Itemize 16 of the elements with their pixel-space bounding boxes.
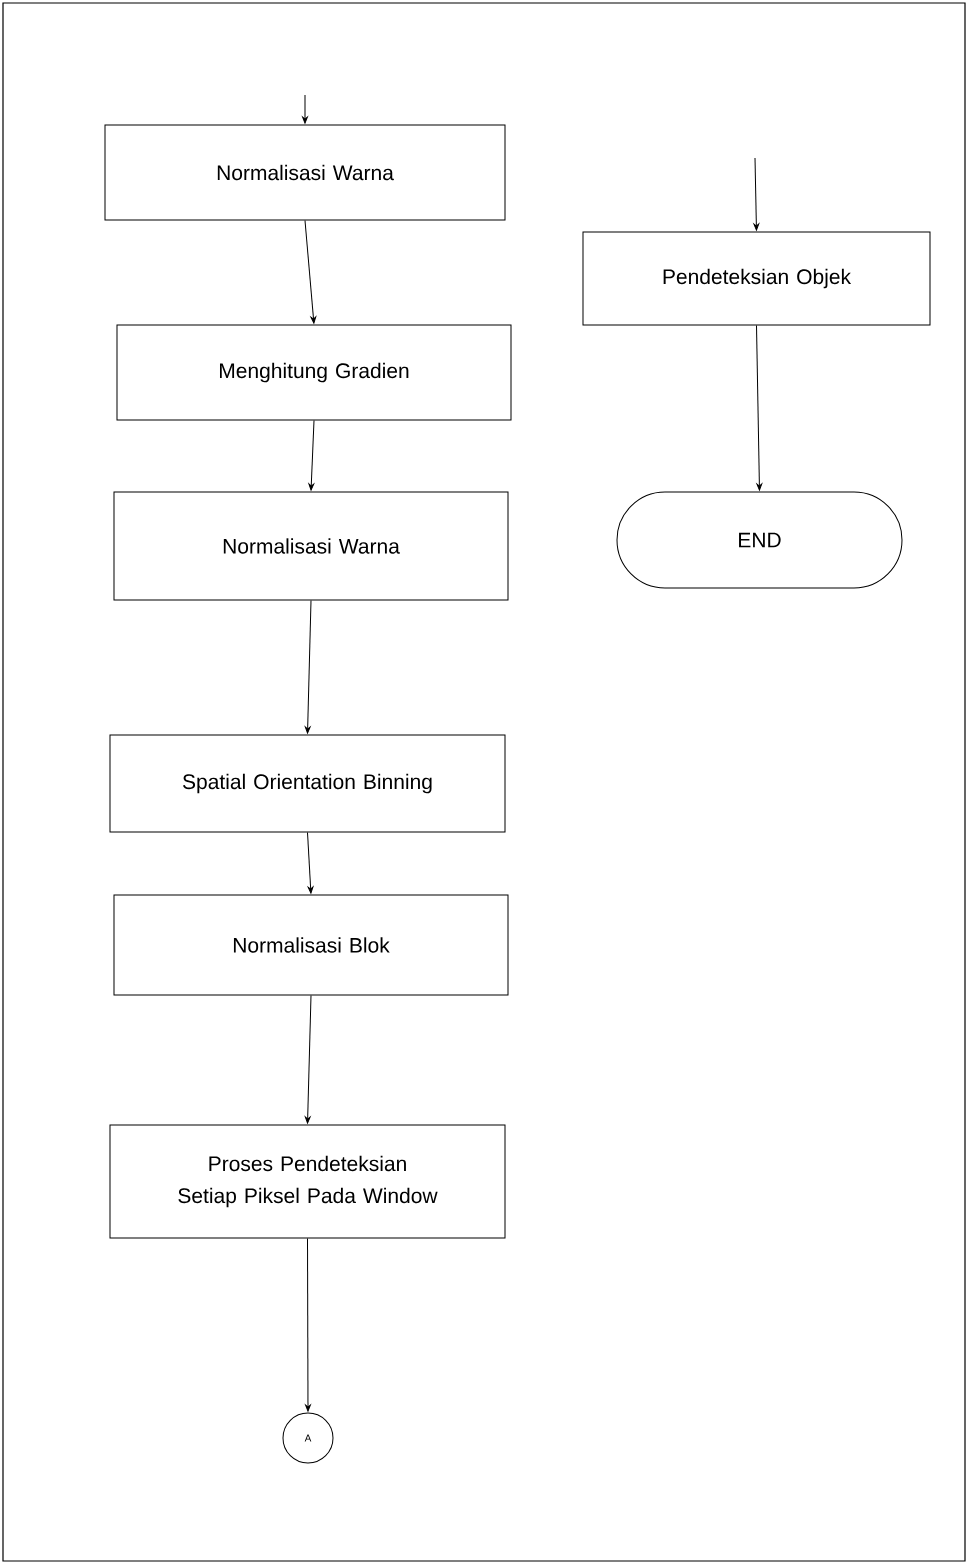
arrow bbox=[305, 1238, 311, 1412]
arrow bbox=[304, 995, 312, 1124]
process-box: Normalisasi Blok bbox=[113, 894, 509, 996]
process-box: Proses Pendeteksian Setiap Piksel Pada Window bbox=[109, 1124, 506, 1239]
arrow bbox=[307, 832, 314, 894]
arrow bbox=[302, 94, 308, 124]
process-box: Menghitung Gradien bbox=[116, 324, 512, 421]
arrow bbox=[304, 600, 312, 734]
arrow bbox=[308, 420, 315, 491]
process-box: Normalisasi Warna bbox=[104, 124, 506, 221]
process-box: Pendeteksian Objek bbox=[582, 231, 931, 326]
process-box: Normalisasi Warna bbox=[113, 491, 509, 601]
process-box: Spatial Orientation Binning bbox=[109, 734, 506, 833]
arrow bbox=[756, 325, 763, 491]
arrow bbox=[304, 220, 317, 324]
arrow bbox=[753, 157, 760, 231]
